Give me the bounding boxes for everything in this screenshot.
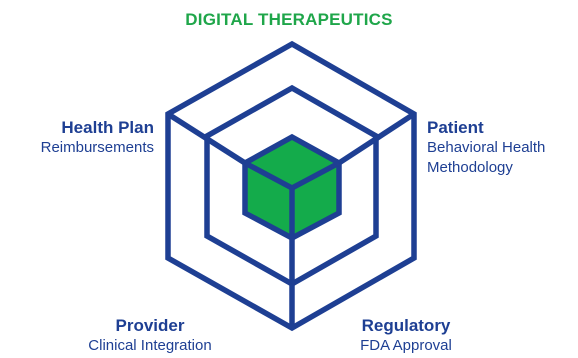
provider-subtext: Clinical Integration [88, 337, 212, 354]
health-plan-subtext: Reimbursements [40, 139, 154, 156]
regulatory-heading: Regulatory [361, 316, 451, 335]
health-plan-label: Health Plan Reimbursements [0, 118, 154, 158]
health-plan-heading: Health Plan [61, 118, 154, 137]
patient-subtext-line1: Behavioral Health [427, 139, 546, 156]
patient-heading: Patient [427, 118, 484, 137]
diagram-title: DIGITAL THERAPEUTICS [185, 10, 393, 29]
regulatory-label: Regulatory FDA Approval [336, 316, 476, 356]
patient-label: Patient Behavioral Health Methodology [427, 118, 577, 178]
spoke-top-right [337, 111, 416, 166]
provider-label: Provider Clinical Integration [60, 316, 240, 356]
provider-heading: Provider [115, 316, 185, 335]
regulatory-subtext: FDA Approval [360, 337, 452, 354]
patient-subtext-line2: Methodology [427, 159, 513, 176]
spoke-top-left [166, 111, 247, 166]
cube-edge-right [290, 160, 341, 191]
cube-edge-left [243, 160, 294, 191]
